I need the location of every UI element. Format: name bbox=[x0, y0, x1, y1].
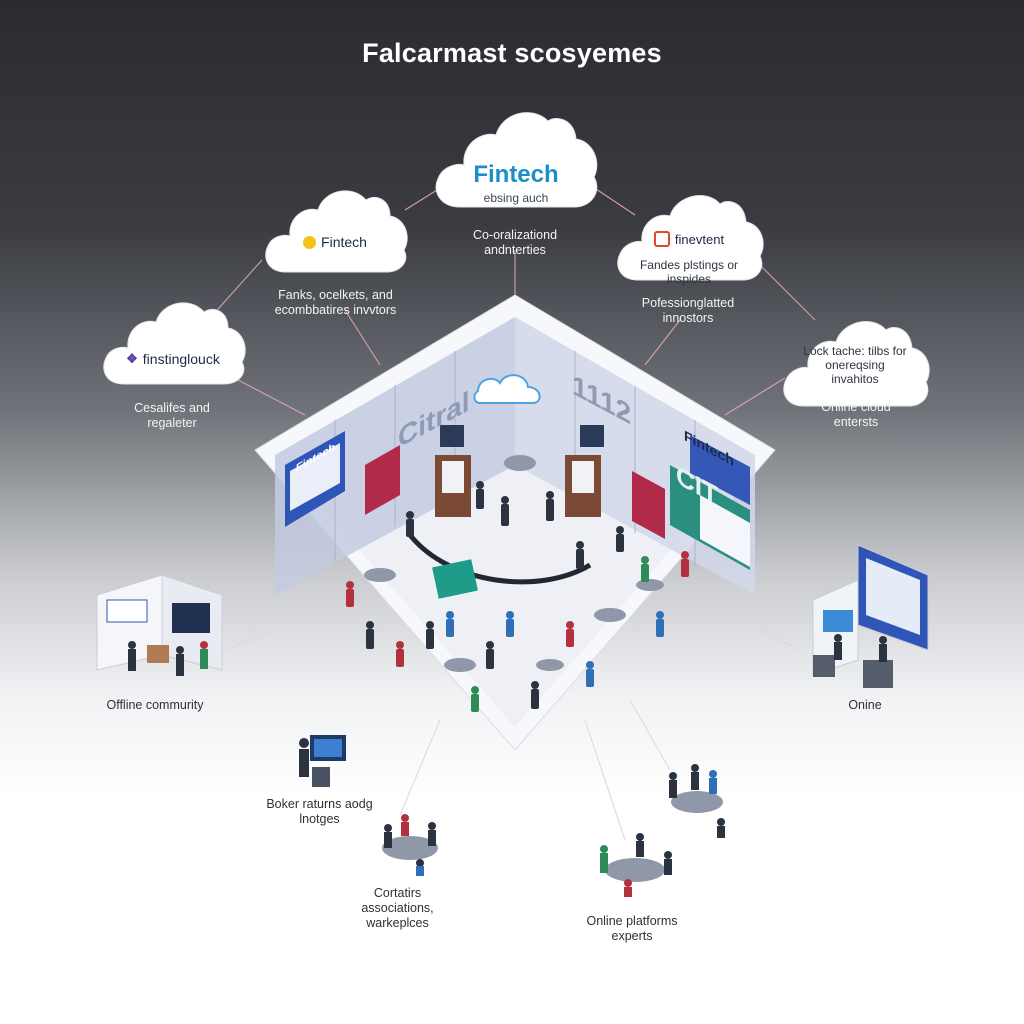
cloud-icon bbox=[265, 190, 408, 273]
connector-line bbox=[759, 264, 816, 321]
note-left: Cesalifes and regaleter bbox=[134, 401, 210, 430]
table-icon bbox=[382, 836, 438, 860]
cloud-icon bbox=[783, 321, 930, 407]
note-right-upper: Pofessionglatted innostors bbox=[641, 296, 735, 325]
note-offline-community: Offline commurity bbox=[106, 698, 204, 712]
page-title: Falcarmast scosyemes bbox=[362, 38, 662, 68]
fintech-logo-icon bbox=[303, 235, 317, 249]
cortatirs-vignette bbox=[382, 814, 438, 876]
connector-line bbox=[724, 377, 786, 416]
server-rack-icon bbox=[813, 655, 835, 677]
desk-icon bbox=[147, 645, 169, 663]
finstinglouck-logo-icon: ❖ bbox=[126, 351, 138, 366]
cloud-right-sub: Lock tache: tilbs for onereqsing invahit… bbox=[803, 344, 907, 386]
cloud-right-upper-sub: Fandes plstings or inspides bbox=[639, 258, 739, 286]
connector-line bbox=[224, 634, 266, 651]
offline-community-vignette bbox=[96, 575, 223, 676]
note-online: Onine bbox=[848, 698, 882, 712]
note-boker: Boker raturns aodg lnotges bbox=[266, 797, 373, 826]
cloud-center-brand: Fintech bbox=[473, 161, 559, 188]
screen-icon bbox=[823, 610, 853, 632]
finevtent-logo-icon bbox=[653, 231, 670, 247]
cloud-right-upper-brand: finevtent bbox=[674, 231, 725, 247]
connector-line bbox=[584, 719, 626, 841]
table-icon bbox=[605, 858, 665, 882]
note-cortatirs: Cortatirs associations, warkeplces bbox=[361, 886, 434, 930]
desk-icon bbox=[312, 767, 330, 787]
cloud-left-brand-row: ❖ finstinglouck bbox=[126, 351, 220, 367]
connector-line bbox=[589, 184, 636, 216]
cloud-fintech-center: Fintech ebsing auch bbox=[432, 105, 600, 215]
connector-line bbox=[344, 309, 381, 366]
cloud-center-sub: ebsing auch bbox=[483, 191, 549, 205]
cloud-fintech-left-upper: Fintech bbox=[262, 182, 408, 278]
cloud-icon bbox=[103, 302, 246, 385]
boker-vignette bbox=[299, 735, 346, 787]
connector-line bbox=[399, 719, 441, 816]
connector-line bbox=[237, 379, 306, 416]
connector-line bbox=[629, 699, 671, 771]
cloud-left-upper-brand-row: Fintech bbox=[303, 234, 367, 250]
cloud-icon bbox=[435, 112, 598, 208]
table-icon bbox=[671, 791, 723, 813]
cloud-finstinglouck: ❖ finstinglouck bbox=[100, 294, 246, 390]
meeting-vignette bbox=[669, 764, 725, 838]
cloud-lock-tache: Lock tache: tilbs for onereqsing invahit… bbox=[780, 314, 930, 412]
note-online-platforms: Online platforms experts bbox=[586, 914, 678, 943]
connector-line bbox=[759, 629, 801, 651]
isometric-room bbox=[254, 295, 776, 751]
note-right: Online cloud entersts bbox=[821, 400, 891, 429]
note-center: Co-oralizationd andnterties bbox=[472, 228, 558, 257]
note-left-upper: Fanks, ocelkets, and ecombbatires invvto… bbox=[274, 288, 397, 317]
screen-icon bbox=[172, 603, 210, 633]
connector-line bbox=[209, 259, 263, 319]
connector-line bbox=[644, 319, 681, 366]
people-icon bbox=[346, 481, 689, 712]
online-vignette bbox=[812, 544, 929, 688]
cloud-icon bbox=[617, 195, 764, 281]
cloud-left-upper-brand: Fintech bbox=[321, 234, 367, 250]
cloud-right-upper-brand-row: finevtent bbox=[653, 231, 725, 247]
cloud-finevtent: finevtent Fandes plstings or inspides bbox=[614, 186, 764, 286]
online-platforms-vignette bbox=[600, 833, 672, 897]
cloud-left-brand: finstinglouck bbox=[142, 351, 220, 367]
